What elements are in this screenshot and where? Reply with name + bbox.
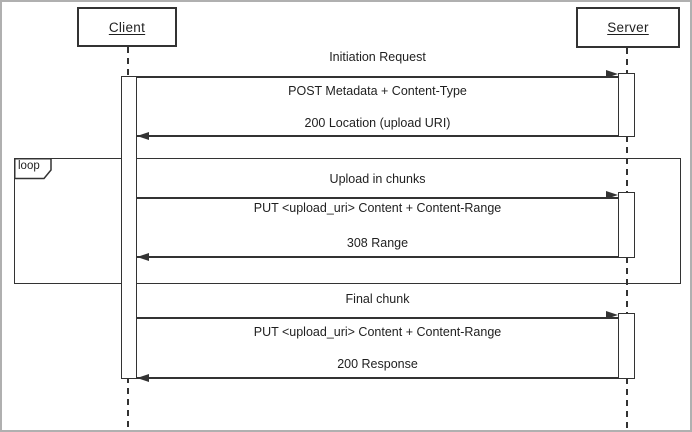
actor-client: Client <box>77 7 177 47</box>
response-line-1 <box>137 135 618 137</box>
loop-tab <box>14 158 52 180</box>
actor-server-label: Server <box>607 20 649 35</box>
request-arrowhead-3-icon <box>606 311 618 319</box>
response-label-2: 308 Range <box>346 236 409 250</box>
loop-frame <box>14 158 681 284</box>
request-arrowhead-2-icon <box>606 191 618 199</box>
request-line-2 <box>137 197 618 199</box>
response-arrowhead-3-icon <box>137 374 149 382</box>
response-arrowhead-1-icon <box>137 132 149 140</box>
request-label-3: PUT <upload_uri> Content + Content-Range <box>253 325 502 339</box>
request-label-2: PUT <upload_uri> Content + Content-Range <box>253 201 502 215</box>
section-label-final-chunk: Final chunk <box>345 292 410 306</box>
section-label-upload-chunks: Upload in chunks <box>329 172 426 186</box>
request-line-1 <box>137 76 618 78</box>
actor-client-label: Client <box>108 19 146 35</box>
client-activation-bar <box>121 76 137 379</box>
server-activation-bar-2 <box>618 192 635 258</box>
server-activation-bar-3 <box>618 313 635 379</box>
request-arrowhead-1-icon <box>606 70 618 78</box>
server-activation-bar-1 <box>618 73 635 137</box>
loop-label: loop <box>18 160 40 172</box>
response-line-2 <box>137 256 618 258</box>
request-line-3 <box>137 317 618 319</box>
section-label-initiation: Initiation Request <box>329 50 426 64</box>
actor-server: Server <box>576 7 680 48</box>
request-label-1: POST Metadata + Content-Type <box>288 84 467 98</box>
response-label-1: 200 Location (upload URI) <box>304 116 451 130</box>
response-line-3 <box>137 377 618 379</box>
response-arrowhead-2-icon <box>137 253 149 261</box>
response-label-3: 200 Response <box>337 357 418 371</box>
